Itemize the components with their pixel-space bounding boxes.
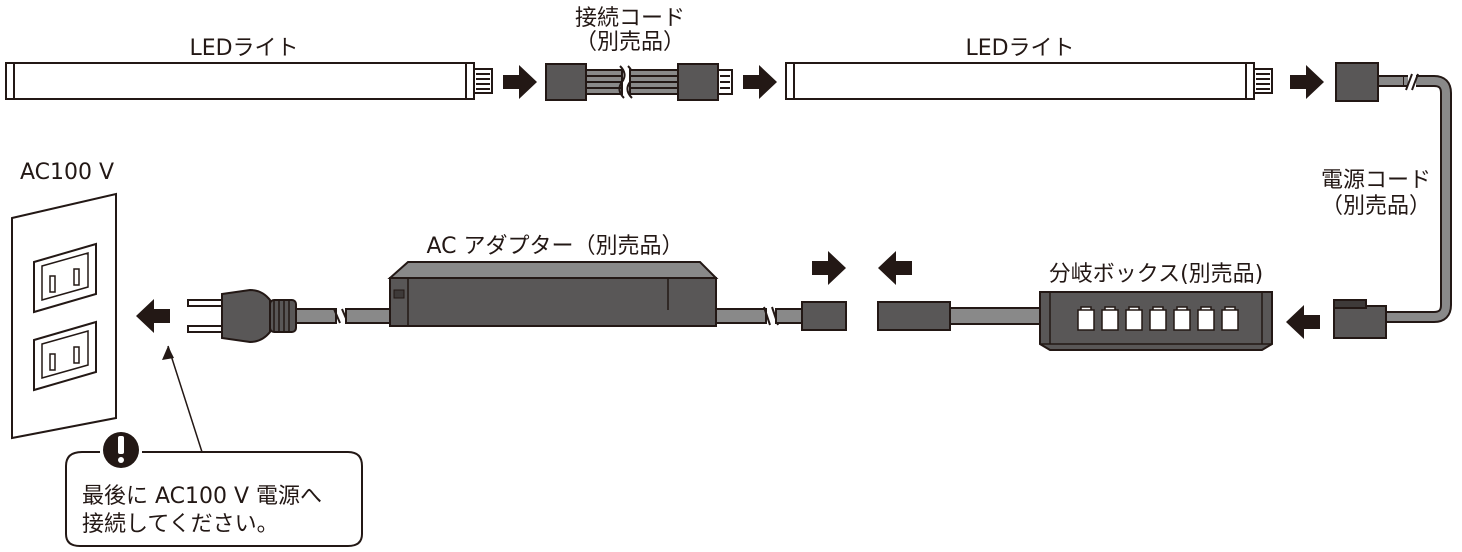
arrow-right-icon xyxy=(503,65,537,99)
arrow-right-icon xyxy=(1290,65,1324,99)
led-light-1 xyxy=(5,62,493,100)
connection-cord-label: 接続コード xyxy=(574,6,685,31)
power-cord-label: 電源コード xyxy=(1320,168,1431,193)
notice-box xyxy=(65,432,363,547)
connection-cord xyxy=(545,63,733,101)
callout-pointer xyxy=(167,345,203,453)
ac-adapter xyxy=(387,261,847,331)
led-light-2 xyxy=(785,62,1273,100)
ac-plug xyxy=(187,288,391,344)
arrow-right-icon xyxy=(743,65,777,99)
ac-voltage-label: AC100 V xyxy=(20,160,115,185)
arrow-left-icon xyxy=(1286,305,1320,339)
branch-box-label: 分岐ボックス(別売品) xyxy=(1048,262,1264,287)
arrow-right-icon xyxy=(812,251,846,285)
callout-pointer-head xyxy=(162,346,174,360)
arrow-left-icon xyxy=(136,299,170,333)
arrow-left-icon xyxy=(878,251,912,285)
led-light-2-label: LEDライト xyxy=(965,36,1075,61)
led-light-1-label: LEDライト xyxy=(189,36,299,61)
notice-line-1: 最後に AC100 V 電源へ xyxy=(82,484,323,509)
wall-outlet xyxy=(11,192,117,440)
branch-box xyxy=(877,291,1273,351)
connection-cord-note: （別売品） xyxy=(574,30,685,55)
power-cord xyxy=(1333,62,1452,339)
power-cord-note: （別売品） xyxy=(1320,194,1431,219)
ac-adapter-label: AC アダプター（別売品） xyxy=(426,234,684,259)
notice-line-2: 接続してください。 xyxy=(82,512,279,537)
